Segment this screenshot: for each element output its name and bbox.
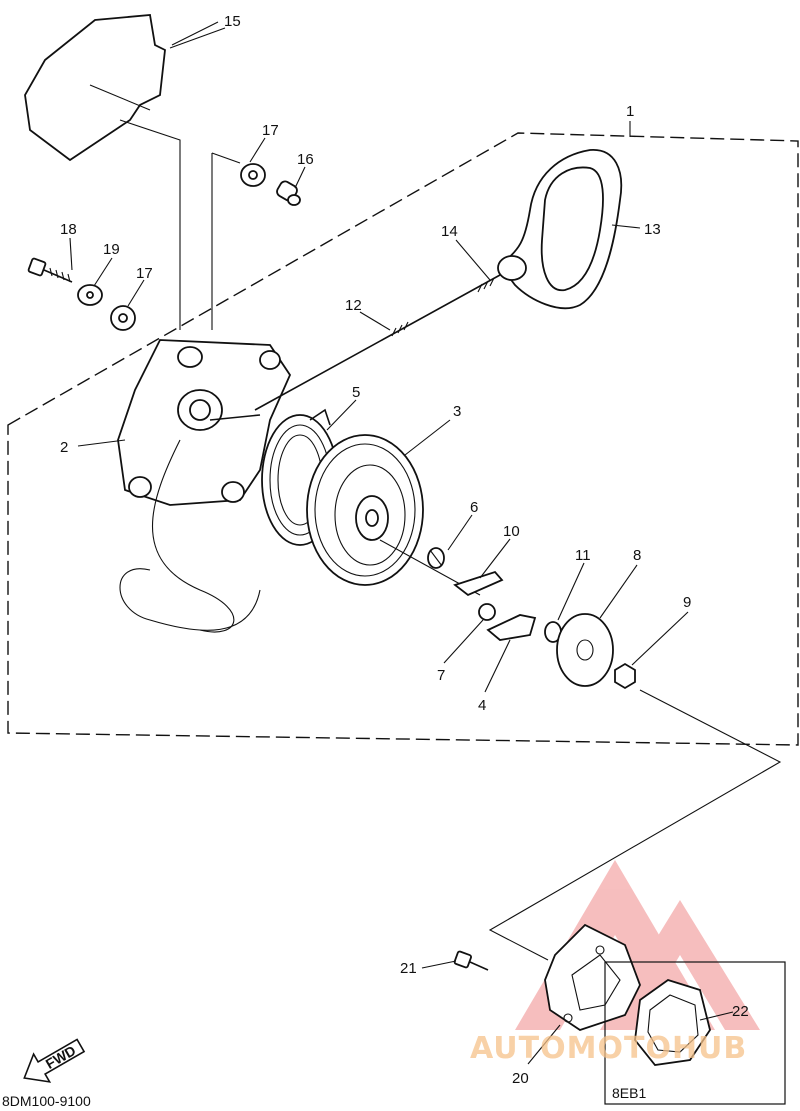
knot-part-14 xyxy=(477,277,495,293)
rope-part-12 xyxy=(254,274,501,411)
callout-20: 20 xyxy=(512,1070,529,1087)
pulley-part-3 xyxy=(306,434,481,596)
variant-box xyxy=(604,961,786,1105)
callout-4: 4 xyxy=(478,697,486,714)
callout-21: 21 xyxy=(400,960,417,977)
callout-15: 15 xyxy=(224,13,241,30)
plate-part-8 xyxy=(556,613,614,687)
bolt-part-18 xyxy=(27,257,73,283)
leader-lines xyxy=(69,21,734,1065)
gasket-part-22 xyxy=(634,979,711,1066)
callout-8: 8 xyxy=(633,547,641,564)
drive-plate-part-10 xyxy=(453,570,504,597)
collar-part-17 xyxy=(211,152,266,330)
rope-spring-part-12 xyxy=(391,321,409,337)
callout-9: 9 xyxy=(683,594,691,611)
callout-7: 7 xyxy=(437,667,445,684)
callout-labels: 15 1 17 16 13 14 18 19 17 12 5 3 2 6 10 … xyxy=(60,13,749,1087)
callout-6: 6 xyxy=(470,499,478,516)
variant-label: 8EB1 xyxy=(612,1085,646,1101)
assembly-boundary xyxy=(7,132,799,746)
callout-3: 3 xyxy=(453,403,461,420)
spring-part-6 xyxy=(427,547,445,569)
callout-19: 19 xyxy=(103,241,120,258)
callout-2: 2 xyxy=(60,439,68,456)
callout-11: 11 xyxy=(575,547,591,564)
nut-part-9 xyxy=(614,662,636,690)
watermark-text: AUTOMOTOHUB xyxy=(470,1031,747,1066)
diagram-code: 8DM100-9100 xyxy=(2,1093,91,1109)
plate-part-20 xyxy=(544,923,641,1031)
callout-1: 1 xyxy=(626,103,634,120)
callout-10: 10 xyxy=(503,523,520,540)
starter-handle-part-13 xyxy=(497,149,623,310)
callout-14: 14 xyxy=(441,223,458,240)
fwd-arrow-icon: FWD xyxy=(23,1038,86,1083)
spacer-part-16 xyxy=(276,180,301,206)
bolt-part-21 xyxy=(453,950,489,971)
callout-17-lower: 17 xyxy=(136,265,153,282)
callout-12: 12 xyxy=(345,297,362,314)
callout-16: 16 xyxy=(297,151,314,168)
pawl-part-4 xyxy=(486,614,537,641)
callout-5: 5 xyxy=(352,384,360,401)
callout-17: 17 xyxy=(262,122,279,139)
starter-case-part-2 xyxy=(117,339,292,633)
washer-part-19 xyxy=(77,284,103,306)
callout-13: 13 xyxy=(644,221,661,238)
spring-part-7 xyxy=(478,603,496,621)
callout-18: 18 xyxy=(60,221,77,238)
collar-part-17b xyxy=(110,305,136,331)
callout-22: 22 xyxy=(732,1003,749,1020)
plate-part-15 xyxy=(24,14,226,330)
